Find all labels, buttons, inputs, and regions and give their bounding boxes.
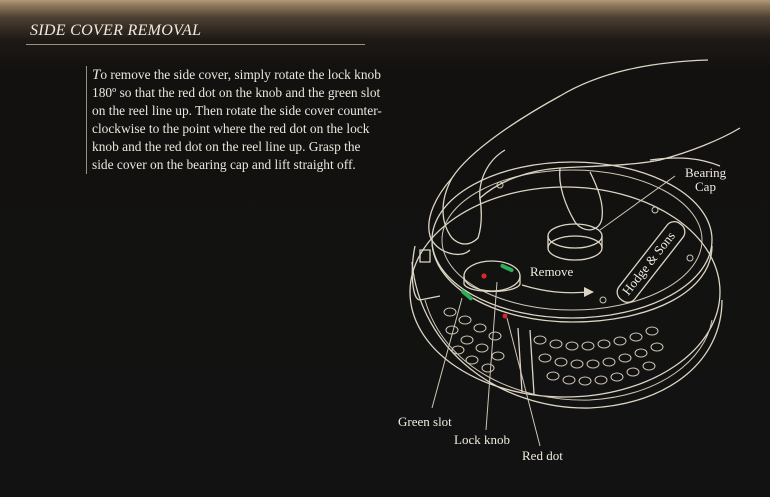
red-dot-knob	[481, 273, 487, 279]
bearing-cap	[547, 223, 603, 261]
bottom-callouts: Green slot Lock knob Red dot	[398, 281, 563, 463]
reel-frame	[409, 186, 723, 409]
bearing-cap-label-line1: Bearing	[685, 165, 727, 180]
brand-label: Hodge & Sons	[619, 228, 678, 298]
hand	[411, 59, 741, 301]
remove-label: Remove	[530, 264, 574, 279]
green-slot-knob	[500, 263, 514, 273]
lock-knob-label: Lock knob	[454, 432, 510, 447]
instructions-body: o remove the side cover, simply rotate t…	[92, 67, 382, 172]
drop-cap: T	[92, 67, 101, 83]
green-slot-reel	[461, 289, 473, 301]
page-title: SIDE COVER REMOVAL	[30, 22, 202, 39]
red-dot-label: Red dot	[522, 448, 563, 463]
brand-plate: Hodge & Sons	[616, 221, 686, 303]
lock-knob	[463, 260, 521, 293]
bearing-cap-callout: Bearing Cap	[599, 165, 727, 231]
red-dot-reel	[502, 313, 508, 319]
instructions-text: To remove the side cover, simply rotate …	[86, 66, 382, 174]
green-slot-label: Green slot	[398, 414, 452, 429]
bearing-cap-label-line2: Cap	[695, 179, 716, 194]
remove-arrow: Remove	[521, 264, 594, 297]
title-divider	[26, 44, 365, 45]
